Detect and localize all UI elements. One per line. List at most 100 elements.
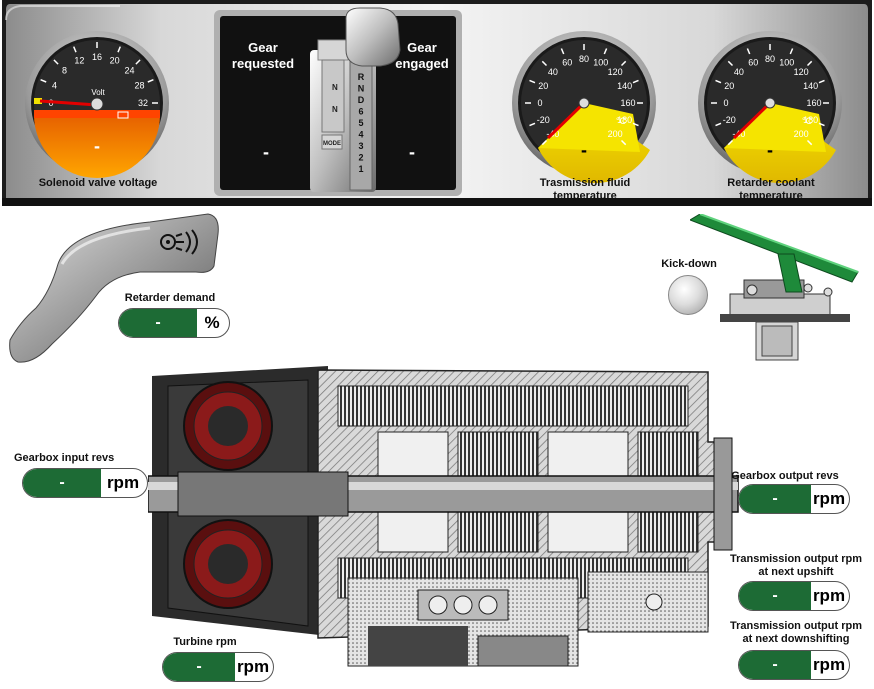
gear-engaged-value: - — [409, 142, 415, 162]
trans-temp-tick-label: 60 — [562, 57, 572, 67]
trans-temp-tick-label: 180 — [617, 115, 632, 125]
trans-temp-tick-label: 40 — [548, 67, 558, 77]
svg-text:N: N — [332, 105, 338, 114]
trans-temp-tick-label: -20 — [537, 115, 550, 125]
trans-temp-tick-mark — [541, 60, 548, 67]
trans-temp-tick-mark — [603, 48, 608, 55]
transmission-cutaway-image — [148, 366, 739, 667]
gear-position-label: 6 — [358, 107, 363, 117]
retarder-temp-tick-mark — [818, 122, 825, 127]
turbine-label: Turbine rpm — [173, 636, 237, 648]
trans-temp-tick-mark — [632, 122, 639, 127]
next-upshift-value: - — [739, 582, 811, 610]
gear-position-label: 4 — [358, 130, 363, 140]
turbine-unit: rpm — [236, 657, 270, 676]
solenoid-tick-mark — [117, 46, 121, 53]
retarder-temp-tick-label: 20 — [724, 81, 734, 91]
retarder-temp-tick-label: 160 — [806, 98, 821, 108]
retarder-temp-tick-mark — [715, 122, 722, 127]
retarder-temp-tick-label: 140 — [803, 81, 818, 91]
trans-temp-tick-label: 200 — [608, 129, 623, 139]
next-downshift-unit: rpm — [812, 655, 846, 674]
trans-temp-tick-label: 140 — [617, 81, 632, 91]
retarder-temp-unit: °C — [802, 116, 813, 126]
solenoid-tick-label: 8 — [62, 66, 67, 76]
gearbox-output-value: - — [739, 485, 811, 513]
next-downshift-value: - — [739, 651, 811, 679]
solenoid-label: Solenoid valve voltage — [38, 177, 158, 189]
turbine-value: - — [163, 653, 235, 681]
svg-text:MODE: MODE — [323, 141, 341, 147]
kickdown-label: Kick-down — [661, 258, 717, 270]
gear-engaged-label: Gear engaged — [395, 40, 449, 71]
solenoid-tick-mark — [53, 59, 59, 65]
solenoid-tick-label: 4 — [52, 80, 57, 90]
next-upshift-unit: rpm — [812, 586, 846, 605]
trans-temp-tick-label: 80 — [579, 54, 589, 64]
retarder-temp-tick-mark — [727, 139, 734, 146]
solenoid-tick-mark — [147, 79, 154, 83]
trans-temp-tick-mark — [529, 122, 536, 127]
retarder-demand-value: - — [119, 309, 197, 337]
solenoid-tick-label: 16 — [92, 52, 102, 62]
gear-requested-label: Gear requested — [231, 40, 295, 71]
trans-temp-tick-mark — [529, 79, 536, 84]
retarder-temp-tick-mark — [806, 60, 813, 67]
trans-temp-tick-label: 0 — [537, 98, 542, 108]
gear-position-label: 1 — [358, 164, 363, 174]
trans-temp-tick-label: 20 — [538, 81, 548, 91]
retarder-icon — [160, 229, 198, 255]
solenoid-gauge: 048121620242832 — [25, 31, 169, 178]
gear-position-label: R — [358, 72, 365, 82]
accelerator-pedal-image[interactable] — [690, 214, 870, 364]
solenoid-tick-label: 20 — [110, 56, 120, 66]
retarder-temp-tick-label: 200 — [794, 129, 809, 139]
next-downshift-label: Transmission output rpm at next downshif… — [729, 620, 862, 645]
retarder-lever-image[interactable] — [0, 212, 230, 372]
retarder-temp-tick-mark — [715, 79, 722, 84]
gearbox-output-readout: - rpm — [738, 484, 850, 514]
trans-temp-unit: °C — [616, 116, 627, 126]
gear-position-label: 5 — [358, 118, 363, 128]
trans-temp-tick-mark — [560, 48, 565, 55]
gear-position-label: N — [358, 84, 365, 94]
retarder-temp-value: - — [767, 140, 773, 160]
solenoid-value: - — [94, 136, 100, 156]
gearbox-input-unit: rpm — [106, 473, 140, 492]
trans-temp-tick-mark — [541, 139, 548, 146]
retarder-demand-label: Retarder demand — [124, 292, 216, 304]
retarder-temp-tick-label: 180 — [803, 115, 818, 125]
retarder-temp-tick-mark — [727, 60, 734, 67]
solenoid-tick-label: 32 — [138, 98, 148, 108]
trans-temp-tick-mark — [620, 139, 627, 146]
gearbox-output-label: Gearbox output revs — [731, 470, 839, 482]
gearbox-input-readout: - rpm — [22, 468, 148, 498]
next-upshift-label: Transmission output rpm at next upshift — [729, 553, 862, 578]
trans-temp-label: Trasmission fluid temperature — [539, 177, 631, 202]
trans-temp-tick-label: 100 — [593, 57, 608, 67]
solenoid-tick-label: 24 — [124, 66, 134, 76]
svg-text:N: N — [332, 83, 338, 92]
gear-position-label: 3 — [358, 141, 363, 151]
retarder-temp-tick-mark — [806, 139, 813, 146]
retarder-temp-tick-label: 100 — [779, 57, 794, 67]
retarder-demand-unit: % — [204, 313, 220, 332]
solenoid-tick-mark — [40, 79, 47, 83]
solenoid-tick-mark — [135, 59, 141, 65]
trans-temp-tick-label: 160 — [620, 98, 635, 108]
retarder-temp-tick-label: 80 — [765, 54, 775, 64]
gearbox-input-label: Gearbox input revs — [14, 452, 115, 464]
next-upshift-readout: - rpm — [738, 581, 850, 611]
retarder-temp-tick-mark — [789, 48, 794, 55]
gear-position-label: 2 — [358, 153, 363, 163]
trans-temp-value: - — [581, 140, 587, 160]
trans-temp-tick-mark — [632, 79, 639, 84]
trans-temp-tick-label: 120 — [608, 67, 623, 77]
retarder-temp-tick-label: 0 — [723, 98, 728, 108]
retarder-temp-tick-mark — [746, 48, 751, 55]
retarder-temp-label: Retarder coolant temperature — [727, 177, 815, 202]
kickdown-indicator[interactable] — [668, 275, 708, 315]
